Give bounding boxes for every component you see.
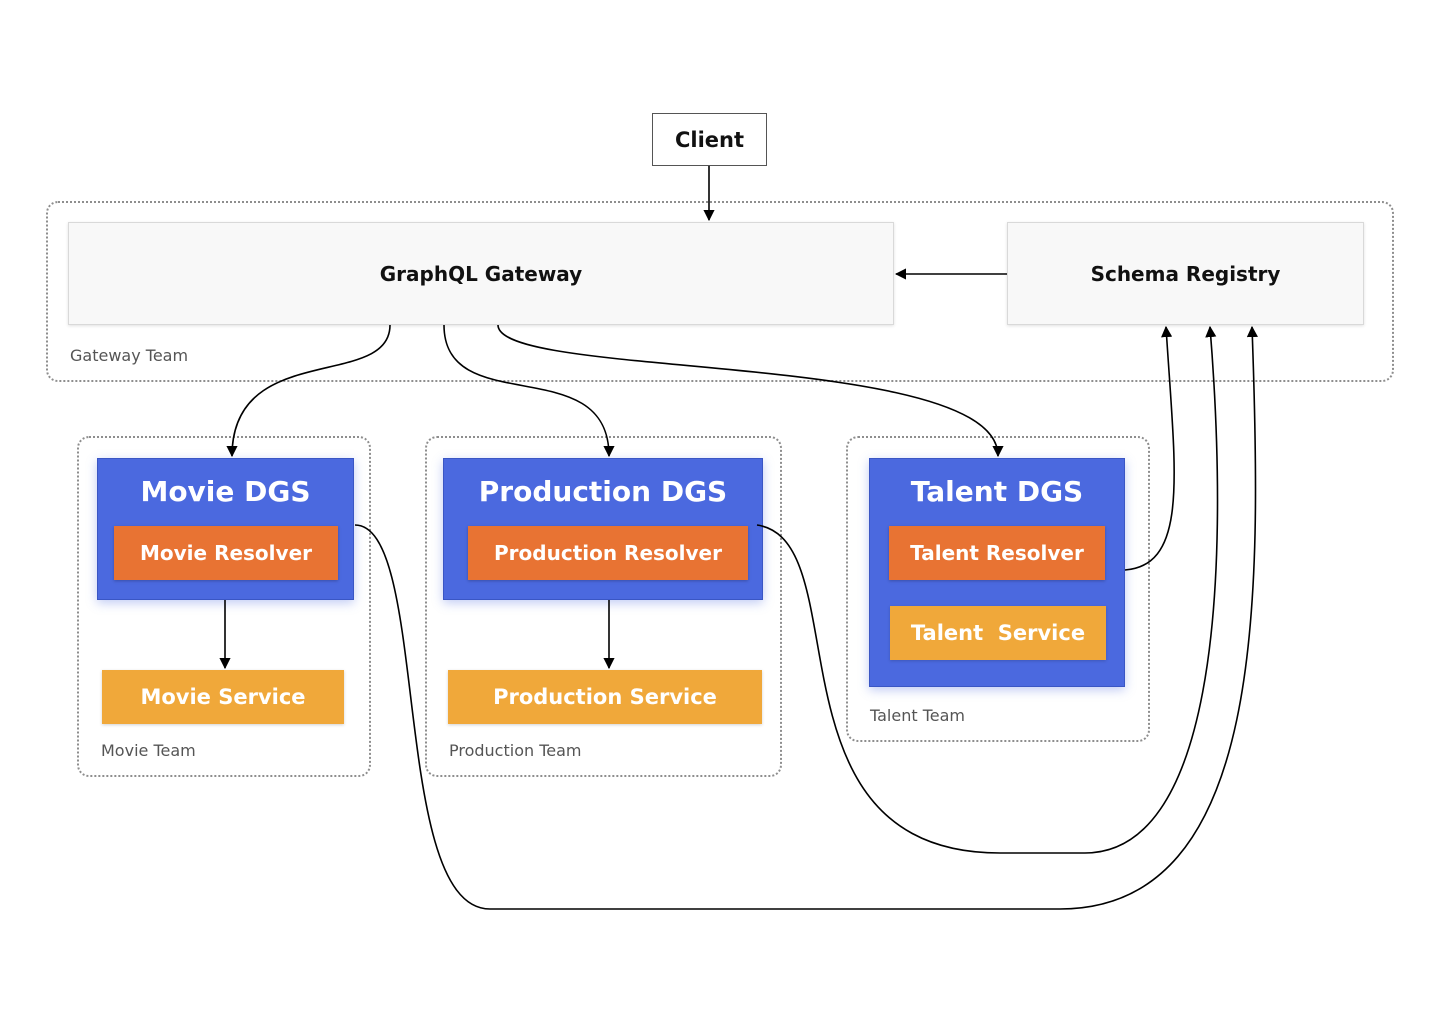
movie-resolver-node: Movie Resolver xyxy=(114,526,338,580)
production-dgs-title: Production DGS xyxy=(478,475,728,508)
production-team-label: Production Team xyxy=(449,741,582,760)
graphql-gateway-node: GraphQL Gateway xyxy=(68,222,894,325)
production-resolver-node: Production Resolver xyxy=(468,526,748,580)
client-node: Client xyxy=(652,113,767,166)
movie-dgs-title: Movie DGS xyxy=(140,475,311,508)
schema-registry-node: Schema Registry xyxy=(1007,222,1364,325)
movie-team-label: Movie Team xyxy=(101,741,196,760)
talent-service-node: Talent Service xyxy=(890,606,1106,660)
talent-team-label: Talent Team xyxy=(870,706,966,725)
talent-resolver-node: Talent Resolver xyxy=(889,526,1105,580)
talent-dgs-node: Talent DGS Talent Resolver Talent Servic… xyxy=(869,458,1125,687)
production-service-node: Production Service xyxy=(448,670,762,724)
talent-dgs-title: Talent DGS xyxy=(910,475,1084,508)
production-dgs-node: Production DGS Production Resolver xyxy=(443,458,763,600)
movie-service-node: Movie Service xyxy=(102,670,344,724)
movie-dgs-node: Movie DGS Movie Resolver xyxy=(97,458,354,600)
gateway-team-label: Gateway Team xyxy=(70,346,189,365)
